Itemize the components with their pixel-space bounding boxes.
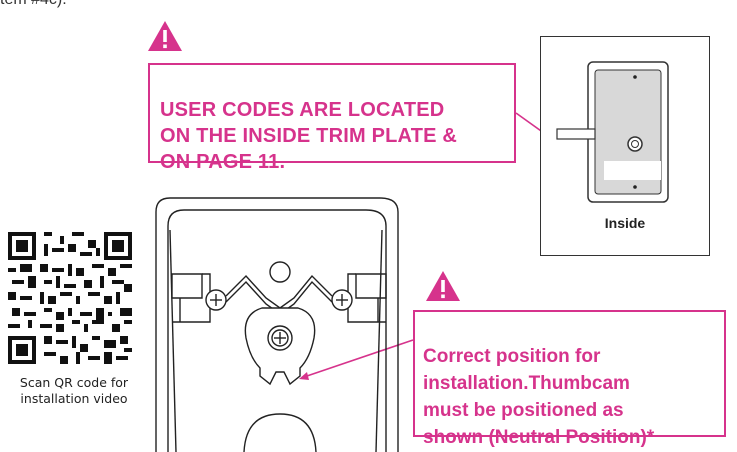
inside-trim-plate-illustration	[556, 61, 669, 203]
user-codes-warning-box: USER CODES ARE LOCATED ON THE INSIDE TRI…	[148, 63, 516, 173]
thumbcam-assembly-illustration	[155, 197, 399, 452]
thumbcam-position-warning-box: Correct position for installation.Thumbc…	[413, 310, 726, 448]
qr-code-icon[interactable]	[8, 232, 132, 364]
warning-triangle-icon	[148, 21, 182, 51]
thumbcam-position-warning-text: Correct position for installation.Thumbc…	[423, 346, 655, 448]
inside-label: Inside	[604, 215, 646, 231]
top-text-fragment: tem #4c).	[0, 0, 67, 9]
warning-triangle-icon	[426, 271, 460, 301]
user-codes-warning-text: USER CODES ARE LOCATED ON THE INSIDE TRI…	[160, 99, 458, 173]
qr-caption: Scan QR code for installation video	[19, 375, 129, 406]
